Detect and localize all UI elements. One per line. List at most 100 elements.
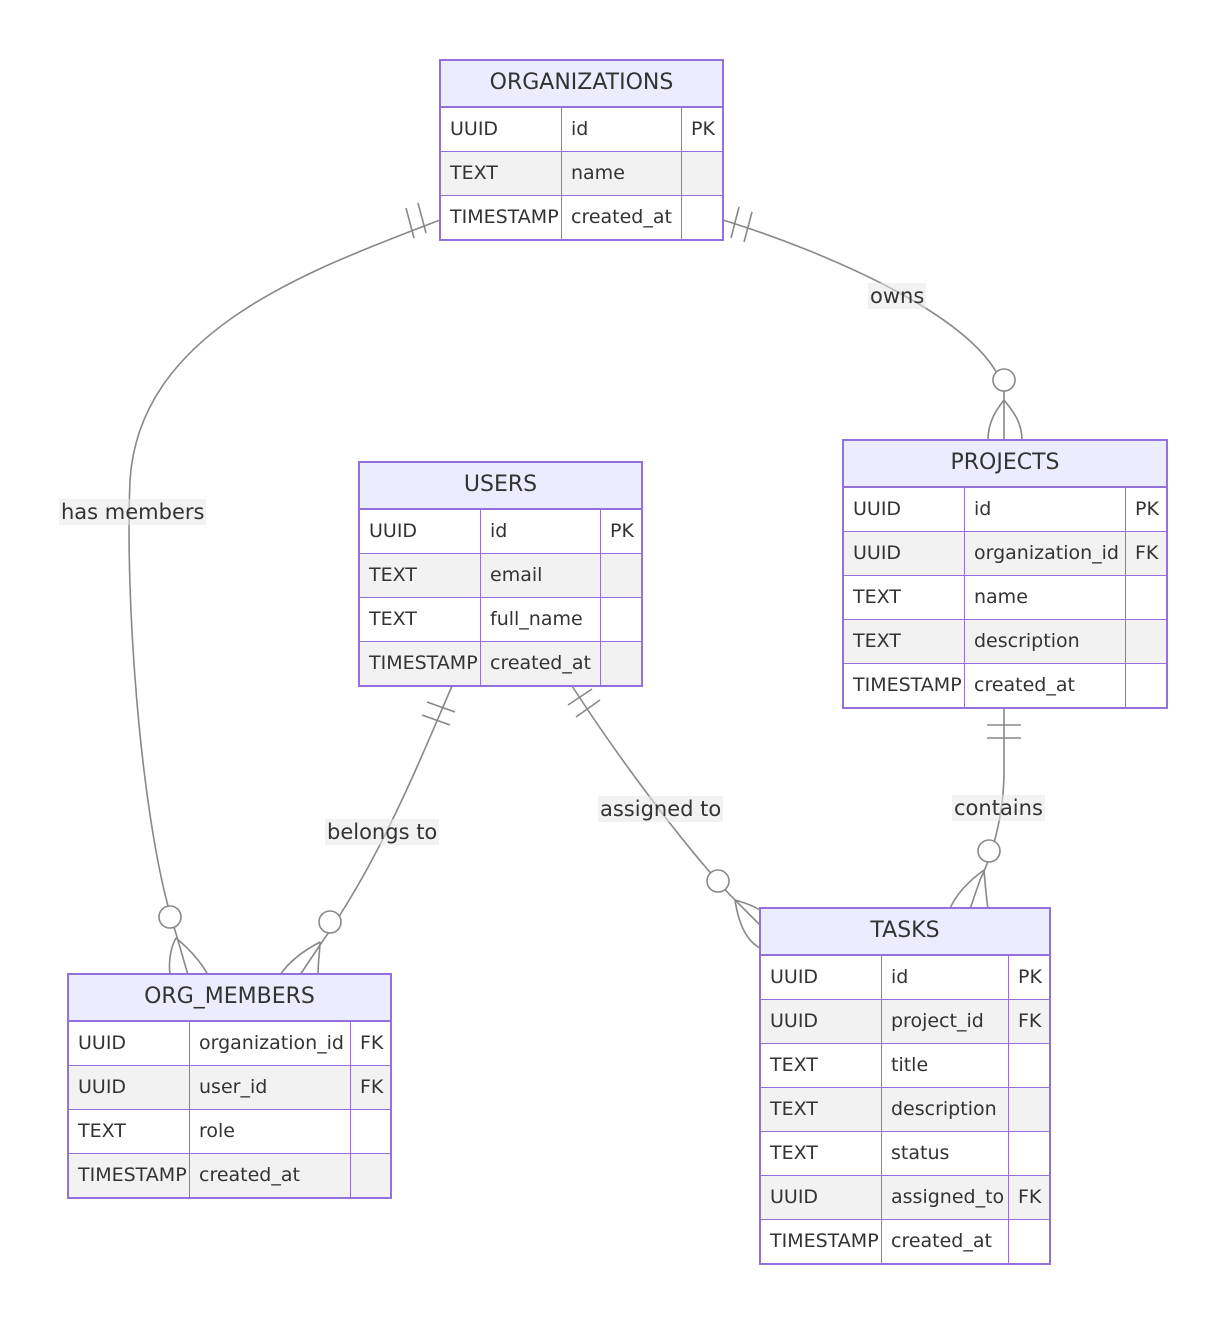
entity-title: PROJECTS — [844, 441, 1166, 487]
cardinality-one-organizations-right — [730, 206, 753, 243]
attr-key: FK — [350, 1022, 390, 1065]
attr-key — [1008, 1220, 1049, 1263]
label-has-members: has members — [59, 499, 207, 525]
attr-name: organization_id — [964, 532, 1125, 575]
attr-type: UUID — [78, 1032, 127, 1054]
edge-owns — [722, 219, 1005, 440]
attribute-row: UUID organization_id FK — [844, 531, 1166, 575]
attribute-row: TIMESTAMP created_at — [844, 663, 1166, 707]
attr-name: user_id — [189, 1066, 350, 1109]
attr-name: role — [189, 1110, 350, 1153]
cardinality-one-projects — [987, 724, 1021, 739]
attr-key — [1125, 576, 1166, 619]
attr-key: PK — [600, 510, 641, 553]
attr-type: UUID — [770, 966, 819, 988]
attr-key — [350, 1154, 390, 1197]
attr-key — [600, 642, 641, 685]
entity-org-members: ORG_MEMBERS UUID organization_id FK UUID… — [67, 973, 392, 1199]
attr-key — [1125, 664, 1166, 707]
attr-type: TEXT — [770, 1142, 818, 1164]
attribute-row: UUID user_id FK — [69, 1065, 390, 1109]
cardinality-zero-tasks-top — [977, 839, 1001, 863]
attribute-row: TEXT description — [761, 1087, 1049, 1131]
attr-type: TIMESTAMP — [450, 206, 559, 228]
attr-name: created_at — [189, 1154, 350, 1197]
attribute-row: TEXT email — [360, 553, 641, 597]
attr-type: TIMESTAMP — [369, 652, 478, 674]
attribute-row: UUID id PK — [844, 487, 1166, 531]
attr-key — [681, 152, 722, 195]
cardinality-zero-org-members-right — [318, 910, 342, 934]
attr-type: TEXT — [853, 630, 901, 652]
attr-name: id — [561, 108, 681, 151]
attr-type: UUID — [853, 498, 902, 520]
attribute-row: TEXT role — [69, 1109, 390, 1153]
entity-title: ORGANIZATIONS — [441, 61, 722, 107]
attr-name: email — [480, 554, 600, 597]
entity-projects: PROJECTS UUID id PK UUID organization_id… — [842, 439, 1168, 709]
attr-name: created_at — [881, 1220, 1008, 1263]
attribute-row: TEXT full_name — [360, 597, 641, 641]
attr-key: FK — [1008, 1000, 1049, 1043]
cardinality-zero-org-members-left — [158, 905, 182, 929]
attr-name: status — [881, 1132, 1008, 1175]
attr-name: organization_id — [189, 1022, 350, 1065]
attribute-row: TIMESTAMP created_at — [761, 1219, 1049, 1263]
attr-key — [681, 196, 722, 239]
attr-key — [350, 1110, 390, 1153]
attribute-row: TEXT description — [844, 619, 1166, 663]
attr-type: TEXT — [770, 1098, 818, 1120]
entity-title: TASKS — [761, 909, 1049, 955]
attribute-row: UUID organization_id FK — [69, 1021, 390, 1065]
attr-type: TEXT — [369, 564, 417, 586]
label-contains: contains — [952, 795, 1045, 821]
attribute-row: UUID id PK — [360, 509, 641, 553]
attr-type: TEXT — [450, 162, 498, 184]
attribute-row: TIMESTAMP created_at — [441, 195, 722, 239]
cardinality-zero-projects — [992, 368, 1016, 392]
attr-name: assigned_to — [881, 1176, 1008, 1219]
attribute-row: TEXT status — [761, 1131, 1049, 1175]
label-belongs-to: belongs to — [325, 819, 440, 845]
attr-type: TIMESTAMP — [770, 1230, 879, 1252]
attr-name: name — [561, 152, 681, 195]
cardinality-one-organizations-left — [405, 202, 427, 239]
attr-name: name — [964, 576, 1125, 619]
entity-tasks: TASKS UUID id PK UUID project_id FK TEXT… — [759, 907, 1051, 1265]
attribute-row: TEXT title — [761, 1043, 1049, 1087]
label-owns: owns — [868, 283, 927, 309]
attr-type: UUID — [78, 1076, 127, 1098]
attr-key: FK — [350, 1066, 390, 1109]
attr-type: UUID — [369, 520, 418, 542]
attr-type: UUID — [770, 1186, 819, 1208]
edge-contains — [969, 708, 1005, 910]
attribute-row: TEXT name — [441, 151, 722, 195]
attribute-row: TIMESTAMP created_at — [69, 1153, 390, 1197]
attr-type: TEXT — [770, 1054, 818, 1076]
attr-type: TEXT — [369, 608, 417, 630]
entity-title: USERS — [360, 463, 641, 509]
attr-key — [1008, 1044, 1049, 1087]
attr-name: created_at — [964, 664, 1125, 707]
attr-key: PK — [681, 108, 722, 151]
attribute-row: TIMESTAMP created_at — [360, 641, 641, 685]
attr-name: created_at — [561, 196, 681, 239]
crowfoot-tasks-left — [734, 899, 761, 949]
attribute-row: UUID assigned_to FK — [761, 1175, 1049, 1219]
cardinality-zero-tasks-left — [706, 869, 730, 893]
attr-key: PK — [1008, 956, 1049, 999]
label-assigned-to: assigned to — [598, 796, 724, 822]
entity-organizations: ORGANIZATIONS UUID id PK TEXT name TIMES… — [439, 59, 724, 241]
crowfoot-org-members-left — [168, 937, 209, 976]
attr-key — [1008, 1132, 1049, 1175]
attr-name: id — [881, 956, 1008, 999]
attribute-row: UUID id PK — [441, 107, 722, 151]
attr-key — [600, 598, 641, 641]
attr-key: PK — [1125, 488, 1166, 531]
attr-key — [1008, 1088, 1049, 1131]
attr-key: FK — [1008, 1176, 1049, 1219]
attr-key — [600, 554, 641, 597]
attr-name: project_id — [881, 1000, 1008, 1043]
crowfoot-projects — [987, 399, 1023, 441]
attribute-row: TEXT name — [844, 575, 1166, 619]
